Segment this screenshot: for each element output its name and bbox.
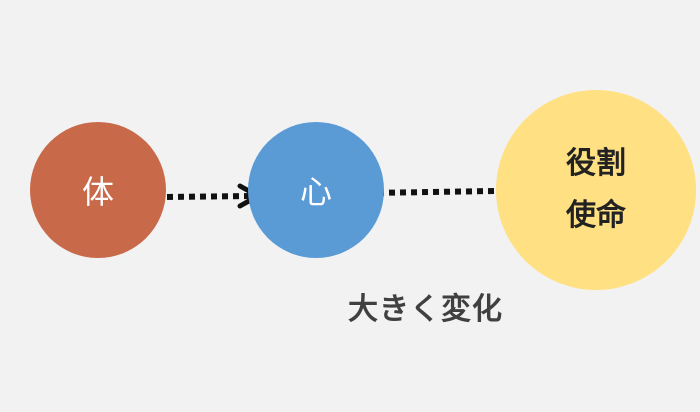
arrow-body-to-mind — [166, 183, 261, 209]
mind-label: 心 — [299, 173, 332, 211]
body-label: 体 — [81, 173, 114, 211]
caption-big-change: 大きく変化 — [348, 292, 503, 327]
mind-node: 心 — [248, 122, 384, 258]
body-node: 体 — [30, 122, 166, 258]
role-mission-node: 役割 使命 — [496, 90, 696, 290]
role-label: 役割 — [566, 145, 626, 181]
mission-label: 使命 — [566, 198, 626, 233]
